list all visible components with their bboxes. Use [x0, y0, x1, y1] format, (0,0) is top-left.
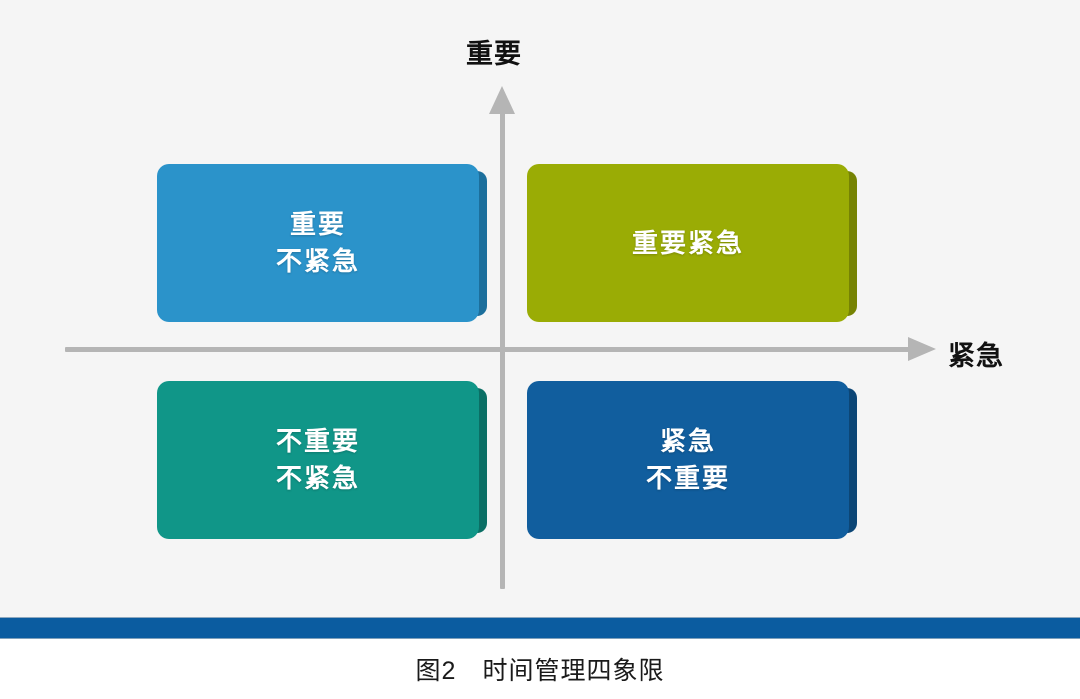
quadrant-label-group: 不重要 不紧急	[276, 423, 360, 497]
quadrant-important-not-urgent[interactable]: 重要 不紧急	[157, 164, 487, 322]
y-axis-line	[500, 110, 505, 589]
quadrant-face	[157, 381, 479, 539]
quadrant-not-important-not-urgent[interactable]: 不重要 不紧急	[157, 381, 487, 539]
quadrant-label-line-2: 不重要	[645, 463, 730, 493]
x-axis	[65, 337, 937, 361]
figure-caption: 图2 时间管理四象限	[415, 657, 665, 685]
x-axis-line	[65, 347, 910, 352]
quadrant-face	[157, 164, 479, 322]
quadrant-label-line-1: 重要	[289, 209, 346, 240]
y-axis	[489, 86, 515, 589]
quadrant-label-line-1: 紧急	[659, 426, 716, 457]
quadrant-label-line-2: 不紧急	[275, 463, 360, 493]
y-axis-label: 重要	[466, 39, 522, 69]
arrow-up-icon	[489, 86, 515, 114]
accent-bar	[0, 617, 1080, 639]
quadrant-face	[527, 164, 849, 322]
quadrant-label-group: 重要 不紧急	[276, 206, 360, 280]
quadrant-urgent-not-important[interactable]: 紧急 不重要	[527, 381, 857, 539]
arrow-right-icon	[908, 337, 936, 361]
quadrant-label-group: 重要紧急	[632, 225, 744, 262]
quadrant-label-line-2: 不紧急	[275, 246, 360, 276]
quadrant-face	[527, 381, 849, 539]
quadrant-label-group: 紧急 不重要	[646, 423, 730, 497]
x-axis-label: 紧急	[948, 341, 1004, 371]
quadrant-label-line-1: 不重要	[275, 426, 360, 457]
quadrant-label-line-1: 重要紧急	[631, 227, 744, 258]
quadrant-important-urgent[interactable]: 重要紧急	[527, 164, 857, 322]
